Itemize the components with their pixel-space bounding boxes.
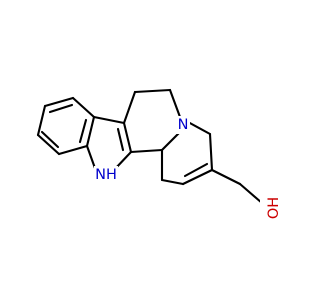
hydroxyl-atom: OH [260,197,288,219]
bond [116,127,125,152]
bond [40,130,60,149]
bond [186,120,212,136]
bond [210,168,242,186]
molecule-structure: N NH OH [36,88,288,220]
bond [238,182,264,205]
bond [133,88,172,94]
bond [160,178,185,186]
bond [36,104,47,137]
bond [85,115,96,148]
bond [183,162,209,178]
bond [160,130,182,152]
bond [48,103,74,114]
bond [208,132,214,172]
bond [43,96,75,108]
bond [92,115,126,125]
bond [78,118,88,144]
bond [129,148,164,154]
bond [57,144,89,156]
bond [122,121,133,154]
bond-layer [36,88,264,205]
hydroxyl-label: OH [266,197,282,219]
bond [181,168,214,186]
indole-nh-atom: NH [94,166,118,184]
atom-label-layer: N NH OH [94,116,288,219]
indole-nh-label: NH [95,167,117,183]
bond [168,88,182,119]
ring-nitrogen-atom: N [176,116,190,134]
bond [122,90,137,125]
bond [36,133,61,156]
bond [71,96,96,119]
ring-nitrogen-label: N [178,117,189,133]
